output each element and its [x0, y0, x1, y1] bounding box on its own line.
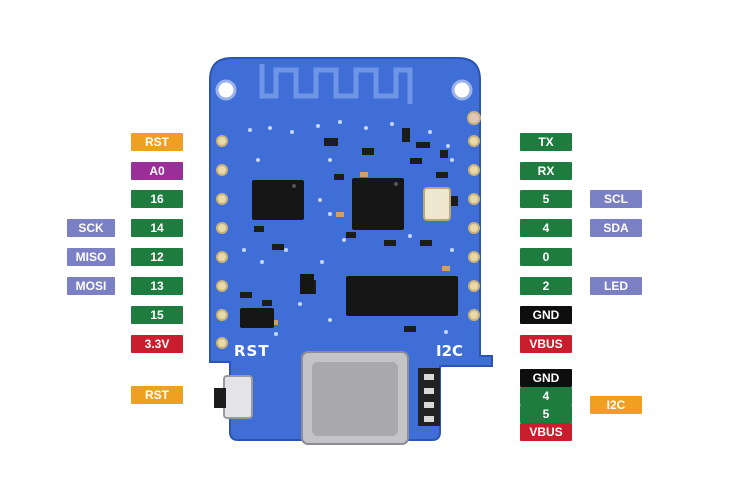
- pin-label-13: 13: [131, 277, 183, 295]
- regulator-chip: [240, 308, 274, 328]
- pin-label-tx: TX: [520, 133, 572, 151]
- pin-label-5: 5: [520, 190, 572, 208]
- alt-label-scl: SCL: [590, 190, 642, 208]
- reset-button-actuator: [214, 388, 226, 408]
- pin-label-15: 15: [131, 306, 183, 324]
- flash-chip: [346, 276, 458, 316]
- silkscreen-rst: RST: [234, 342, 270, 360]
- pin-label-14: 14: [131, 219, 183, 237]
- silkscreen-i2c: I2C: [436, 342, 464, 360]
- pin-label-2: 2: [520, 277, 572, 295]
- alt-label-sck: SCK: [67, 219, 115, 237]
- antenna-trace: [259, 64, 413, 104]
- i2c-pin-5: 5: [520, 405, 572, 423]
- reset-button[interactable]: [223, 375, 253, 419]
- esp8266-chip: [352, 178, 404, 230]
- pin-label-rx: RX: [520, 162, 572, 180]
- pin-label-16: 16: [131, 190, 183, 208]
- i2c-connector-label: I2C: [590, 396, 642, 414]
- alt-label-mosi: MOSI: [67, 277, 115, 295]
- transistor: [300, 274, 314, 294]
- crystal: [423, 187, 451, 221]
- usb-c-shell: [312, 362, 398, 436]
- mounting-hole: [451, 79, 473, 101]
- usb-serial-chip: [252, 180, 304, 220]
- pcb-body: [209, 57, 493, 441]
- i2c-connector-housing: [418, 368, 440, 426]
- right-pin-pads: [467, 111, 481, 321]
- pin-label-rst: RST: [131, 133, 183, 151]
- pin-label-vbus: VBUS: [520, 335, 572, 353]
- alt-label-miso: MISO: [67, 248, 115, 266]
- alt-label-sda: SDA: [590, 219, 642, 237]
- pin-label-12: 12: [131, 248, 183, 266]
- reset-button-label: RST: [131, 386, 183, 404]
- mounting-hole: [215, 79, 237, 101]
- i2c-connector-pins: [424, 374, 434, 422]
- pin-label-4: 4: [520, 219, 572, 237]
- vias: [242, 120, 458, 336]
- pin-label-3v3: 3.3V: [131, 335, 183, 353]
- i2c-pin-gnd: GND: [520, 369, 572, 387]
- left-pin-pads: [216, 135, 228, 349]
- i2c-pin-vbus: VBUS: [520, 423, 572, 441]
- alt-label-led: LED: [590, 277, 642, 295]
- pin-label-a0: A0: [131, 162, 183, 180]
- pin-label-0: 0: [520, 248, 572, 266]
- pin-label-gnd: GND: [520, 306, 572, 324]
- i2c-pin-4: 4: [520, 387, 572, 405]
